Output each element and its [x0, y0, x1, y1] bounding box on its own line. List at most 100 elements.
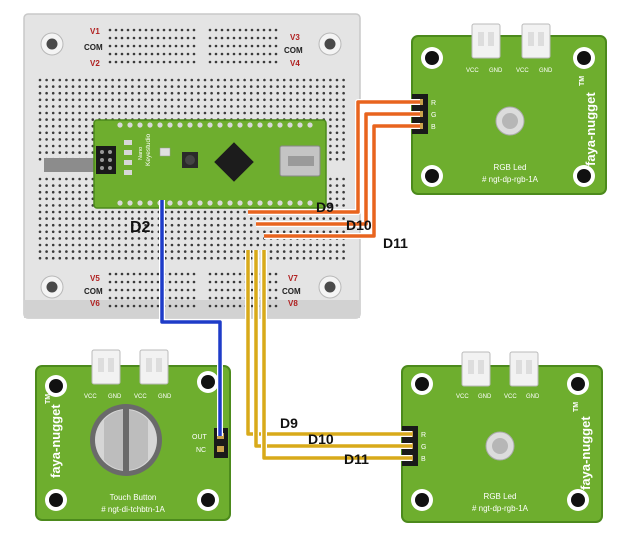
hole	[268, 60, 272, 64]
hole	[91, 243, 95, 247]
hole	[335, 197, 339, 201]
hole	[91, 111, 95, 115]
hole	[45, 237, 48, 240]
pin-label-r: R	[431, 100, 436, 107]
hole	[84, 197, 88, 201]
hole	[216, 98, 220, 102]
hole	[38, 131, 42, 135]
hole	[65, 118, 68, 121]
hole	[186, 304, 190, 308]
hole	[342, 151, 345, 154]
hole	[144, 60, 148, 64]
hole	[329, 157, 332, 161]
hole	[342, 157, 345, 161]
hole	[147, 200, 153, 206]
hole	[335, 184, 339, 187]
hole	[287, 122, 293, 128]
hole	[190, 237, 194, 240]
rail-label-v7: V7	[288, 274, 298, 283]
hole	[45, 197, 48, 201]
hole	[183, 210, 187, 214]
hole	[214, 304, 218, 308]
hole	[84, 124, 88, 128]
hole	[243, 230, 246, 234]
hole	[168, 296, 172, 300]
hole	[256, 91, 260, 95]
hole	[289, 250, 293, 253]
hole	[183, 250, 187, 253]
hole	[274, 304, 278, 308]
hole	[342, 256, 345, 260]
hole	[247, 200, 253, 206]
hole	[150, 230, 154, 234]
hole	[187, 122, 193, 128]
mounting-hole	[197, 371, 219, 393]
hole	[335, 111, 339, 115]
hole	[186, 60, 190, 64]
hole	[84, 223, 88, 227]
hole	[137, 217, 141, 220]
usb-cable-stub	[44, 158, 94, 172]
hole	[168, 304, 172, 308]
hole	[302, 230, 306, 234]
hole	[170, 111, 174, 115]
hole	[335, 151, 339, 154]
hole	[329, 184, 332, 187]
hole	[256, 60, 260, 64]
hole	[244, 28, 248, 32]
hole	[342, 144, 345, 148]
hole	[111, 91, 114, 95]
hole	[114, 44, 118, 48]
hole	[177, 237, 180, 240]
hole	[71, 256, 75, 260]
hole	[216, 243, 220, 247]
module-title: RGB Led	[494, 163, 527, 172]
hole	[108, 60, 112, 64]
hole	[309, 98, 312, 102]
rail-label-v2: V2	[90, 59, 100, 68]
hole	[289, 256, 293, 260]
hole	[45, 118, 48, 121]
hole	[84, 204, 88, 207]
hole	[137, 256, 141, 260]
hole	[269, 243, 273, 247]
hole	[104, 98, 108, 102]
hole	[58, 217, 62, 220]
hole	[117, 105, 121, 108]
hole	[223, 85, 227, 88]
hole	[289, 78, 293, 82]
hole	[268, 280, 272, 284]
hole	[104, 111, 108, 115]
hole	[58, 190, 62, 194]
hole	[114, 280, 118, 284]
hole	[51, 151, 55, 154]
hole	[98, 98, 101, 102]
touch-pad	[90, 404, 162, 476]
wire-label-d11: D11	[344, 451, 369, 467]
hole	[71, 111, 75, 115]
hole	[174, 296, 178, 300]
hole	[230, 105, 233, 108]
hole	[307, 122, 313, 128]
hole	[71, 217, 75, 220]
hole	[256, 105, 260, 108]
hole	[236, 111, 240, 115]
hole	[197, 210, 200, 214]
hole	[132, 288, 136, 292]
hole	[236, 230, 240, 234]
hole	[150, 296, 154, 300]
hole	[236, 217, 240, 220]
hole	[226, 36, 230, 40]
hole	[71, 210, 75, 214]
wire-label-d10: D10	[346, 217, 372, 233]
hole	[114, 272, 118, 276]
hole	[232, 52, 236, 56]
hole	[230, 111, 233, 115]
hole	[183, 98, 187, 102]
hole	[223, 210, 227, 214]
hole	[214, 296, 218, 300]
hole	[302, 250, 306, 253]
hole	[58, 230, 62, 234]
hole	[164, 105, 167, 108]
hole	[186, 36, 190, 40]
